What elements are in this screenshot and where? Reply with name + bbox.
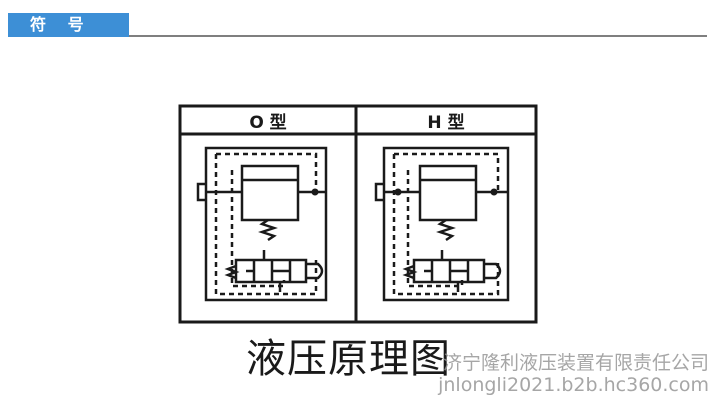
- column-label-h-type: H 型: [427, 112, 464, 133]
- diagram-frame: [178, 104, 538, 324]
- o-type-circuit: [196, 146, 328, 302]
- diagram-caption: 液压原理图: [246, 336, 451, 382]
- h-type-circuit: [374, 146, 510, 302]
- section-title: 符 号: [8, 13, 129, 37]
- section-divider: [129, 35, 707, 37]
- watermark-url: jnlongli2021.b2b.hc360.com: [438, 374, 709, 396]
- section-header: 符 号: [0, 0, 717, 40]
- watermark: 济宁隆利液压装置有限责任公司 jnlongli2021.b2b.hc360.co…: [438, 352, 709, 396]
- column-label-o-type: O 型: [249, 112, 286, 133]
- watermark-company: 济宁隆利液压装置有限责任公司: [442, 352, 709, 374]
- hydraulic-symbol-diagram: O 型 H 型: [176, 100, 540, 330]
